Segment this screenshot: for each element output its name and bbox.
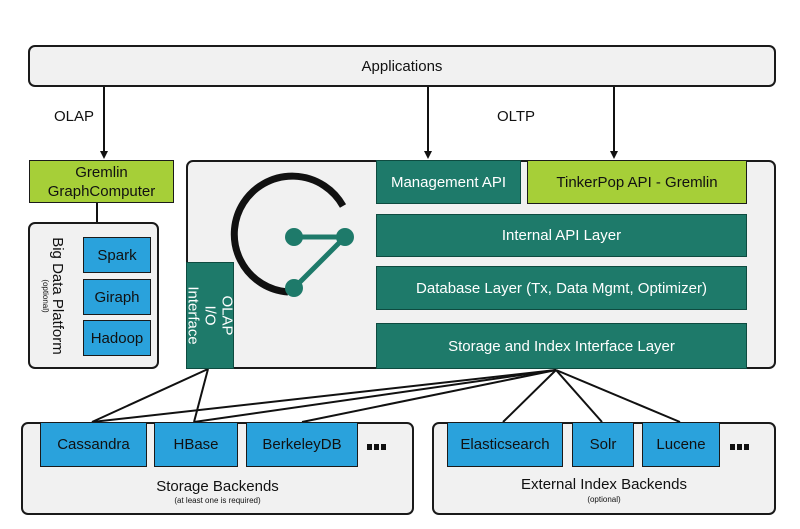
layer-to-berkeleydb	[301, 369, 557, 423]
tinkerpop-api-box: TinkerPop API - Gremlin	[527, 160, 747, 204]
solr-box: Solr	[572, 422, 634, 467]
olapio-to-hbase	[193, 368, 209, 423]
layer-to-solr	[555, 369, 603, 423]
olap-io-interface-label: OLAP I/O Interface	[184, 286, 236, 345]
layer-to-lucene	[555, 369, 681, 423]
applications-label: Applications	[361, 57, 443, 75]
external-index-backends-panel: Elasticsearch Solr Lucene External Index…	[432, 422, 776, 515]
gremlin-graphcomputer-box: Gremlin GraphComputer	[29, 160, 174, 203]
big-data-platform-panel: Big Data Platform (optional) Spark Girap…	[28, 222, 159, 369]
lucene-box: Lucene	[642, 422, 720, 467]
storage-backends-panel: Cassandra HBase BerkeleyDB Storage Backe…	[21, 422, 414, 515]
hbase-box: HBase	[154, 422, 238, 467]
external-index-backends-title: External Index Backends	[521, 476, 687, 493]
hadoop-box: Hadoop	[83, 320, 151, 356]
layer-to-hbase	[193, 369, 557, 423]
berkeleydb-box: BerkeleyDB	[246, 422, 358, 467]
database-layer: Database Layer (Tx, Data Mgmt, Optimizer…	[376, 266, 747, 310]
layer-to-elasticsearch	[502, 369, 557, 423]
cassandra-box: Cassandra	[40, 422, 147, 467]
big-data-platform-title: Big Data Platform	[49, 237, 66, 355]
external-index-backends-note: (optional)	[587, 495, 621, 504]
more-dots-icon	[730, 444, 749, 450]
spark-box: Spark	[83, 237, 151, 273]
storage-backends-note: (at least one is required)	[174, 496, 261, 505]
giraph-box: Giraph	[83, 279, 151, 315]
olapio-to-cassandra	[91, 368, 209, 423]
applications-bar: Applications	[28, 45, 776, 87]
storage-index-interface-layer: Storage and Index Interface Layer	[376, 323, 747, 369]
management-api-box: Management API	[376, 160, 521, 204]
internal-api-layer: Internal API Layer	[376, 214, 747, 257]
storage-backends-title: Storage Backends	[156, 478, 279, 495]
layer-to-cassandra	[91, 369, 557, 423]
oltp-label: OLTP	[497, 108, 536, 125]
more-dots-icon	[367, 444, 386, 450]
olap-io-interface-box: OLAP I/O Interface	[184, 262, 236, 369]
olap-label: OLAP	[54, 108, 95, 125]
elasticsearch-box: Elasticsearch	[447, 422, 563, 467]
